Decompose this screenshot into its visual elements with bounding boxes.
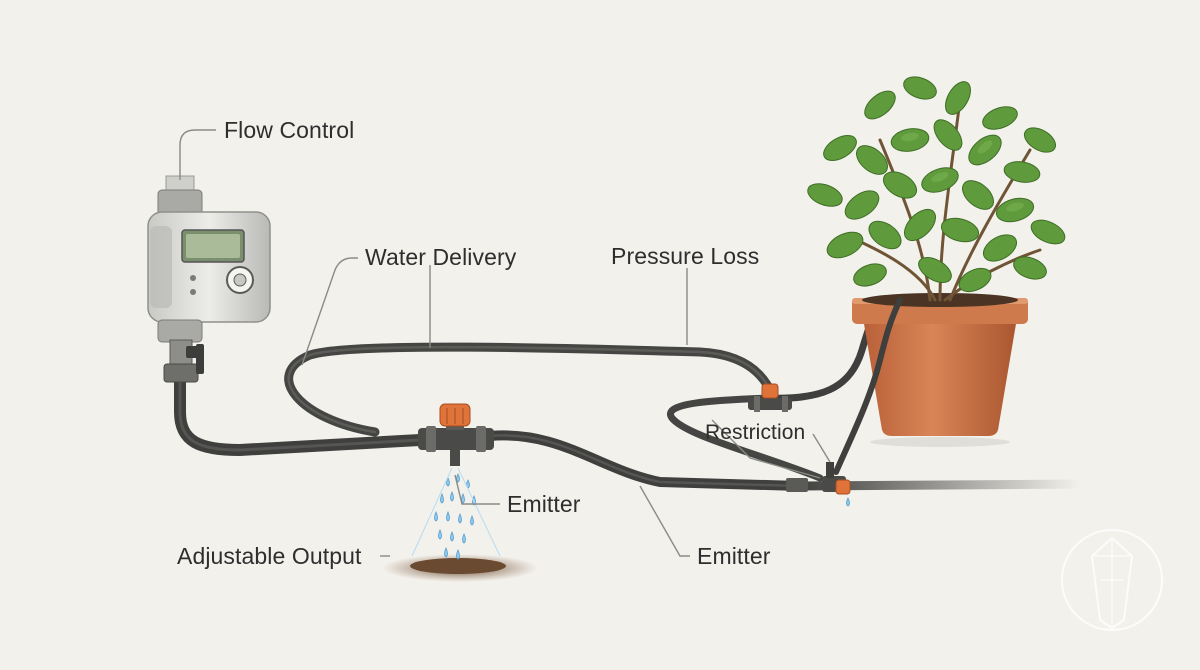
faucet-pipe [157, 175, 203, 217]
crystal-watermark-icon [1061, 529, 1163, 631]
spray-lines [411, 467, 501, 557]
pressure-loss-emitter [748, 383, 792, 412]
soil-mound [382, 554, 538, 582]
label-pressure-loss: Pressure Loss [611, 243, 760, 269]
label-restriction: Restriction [705, 421, 806, 444]
potted-plant-icon [807, 76, 1066, 447]
water-timer-icon [147, 211, 271, 343]
label-water-delivery: Water Delivery [365, 244, 517, 270]
label-adjustable-output: Adjustable Output [177, 543, 362, 569]
leader-lines [179, 129, 831, 557]
water-spray [434, 473, 476, 560]
tubing-loop [284, 306, 880, 482]
label-flow-control: Flow Control [224, 117, 355, 143]
pot-feed-tube [833, 297, 903, 475]
drip-emitter-icon [418, 403, 494, 466]
restriction-emitter [786, 462, 851, 507]
label-emitter-upper: Emitter [507, 491, 581, 517]
hose-valve-icon [163, 339, 204, 383]
label-emitter-lower: Emitter [697, 543, 771, 569]
